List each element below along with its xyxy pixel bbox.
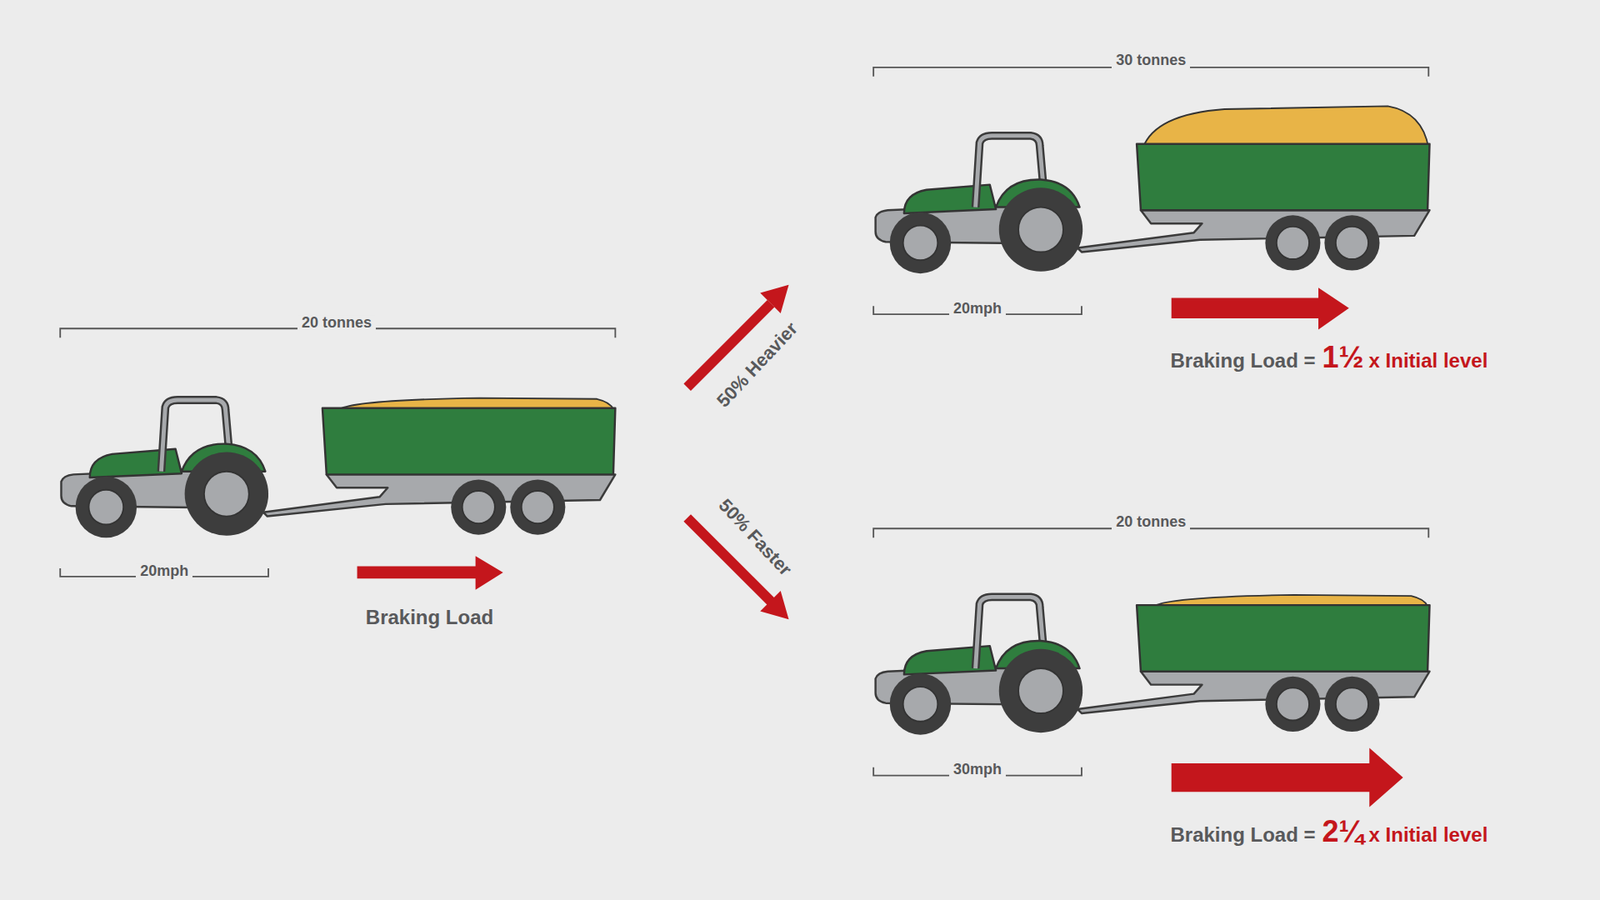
braking-load-label: Braking Load = [1170, 825, 1315, 845]
tractor-trailer [60, 400, 615, 538]
transition-arrow [760, 590, 789, 620]
weight-dimension: 20 tonnes [1111, 514, 1190, 531]
braking-factor-text: x Initial level [1369, 825, 1489, 845]
braking-arrow [1171, 287, 1350, 330]
speed-dimension: 30mph [949, 762, 1006, 780]
braking-arrow [1171, 748, 1404, 808]
braking-factor-text: x Initial level [1369, 350, 1489, 371]
transition-arrow [683, 514, 775, 605]
braking-load-label: Braking Load [365, 606, 494, 629]
speed-dimension: 20mph [135, 563, 193, 580]
braking-load-equation: Braking Load = 1½x Initial level [1170, 342, 1488, 373]
transition-arrow [760, 285, 789, 314]
braking-load-equation: Braking Load = 2¼x Initial level [1170, 816, 1488, 847]
weight-dimension: 20 tonnes [297, 315, 376, 332]
braking-arrow [357, 555, 504, 590]
tractor-trailer [875, 596, 1430, 735]
change-label: 50% Heavier [713, 319, 802, 412]
braking-load-label: Braking Load = [1170, 350, 1315, 371]
weight-dimension: 30 tonnes [1111, 53, 1190, 70]
change-label: 50% Faster [715, 495, 796, 580]
braking-factor: 1½ [1322, 342, 1365, 373]
braking-factor: 2¼ [1322, 816, 1365, 847]
tractor-trailer [875, 135, 1430, 274]
grain-load [1142, 105, 1429, 148]
speed-dimension: 20mph [949, 300, 1006, 318]
